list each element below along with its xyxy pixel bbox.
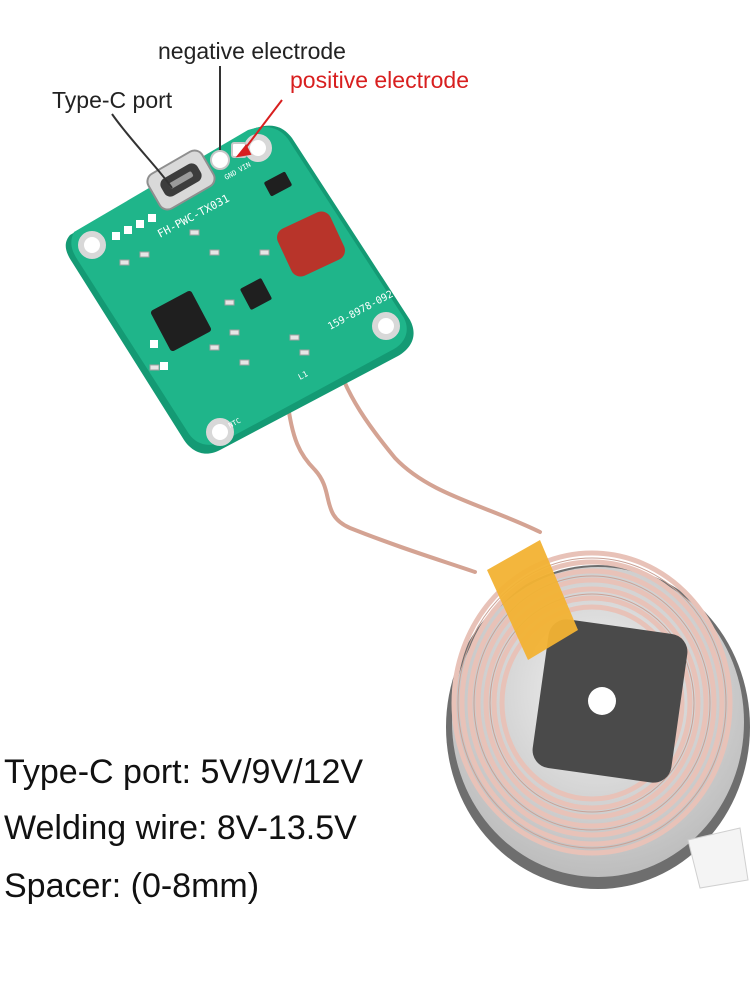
diode-chip: [264, 172, 292, 196]
spec-type-c-voltage: Type-C port: 5V/9V/12V: [4, 753, 364, 791]
electrode-pads: [210, 142, 247, 170]
spec-spacer-range: Spacer: (0-8mm): [4, 867, 260, 905]
callout-lines: [111, 66, 283, 189]
mosfet-chip: [240, 278, 272, 310]
negative-electrode-label: negative electrode: [158, 38, 346, 64]
spacer-tab: [687, 827, 749, 889]
lead-wires: [285, 353, 542, 574]
coil-text: L1: [297, 369, 310, 382]
controller-chip: [150, 290, 212, 352]
smd-components: [119, 229, 310, 371]
yellow-tape: [487, 540, 578, 660]
mounting-holes: [78, 134, 400, 446]
pin-headers: [112, 214, 168, 370]
usb-c-connector: [146, 149, 216, 211]
spec-welding-wire-voltage: Welding wire: 8V-13.5V: [4, 809, 357, 847]
capacitor: [277, 211, 345, 277]
positive-electrode-label: positive electrode: [290, 67, 469, 93]
center-hole: [588, 687, 616, 715]
pcb-board: FH-PWC-TX031 159-8978-0920 GND VIN L1 NT…: [65, 125, 414, 454]
copper-coil: [451, 550, 733, 856]
coil-assembly: [446, 540, 750, 889]
type-c-port-label: Type-C port: [52, 87, 173, 113]
